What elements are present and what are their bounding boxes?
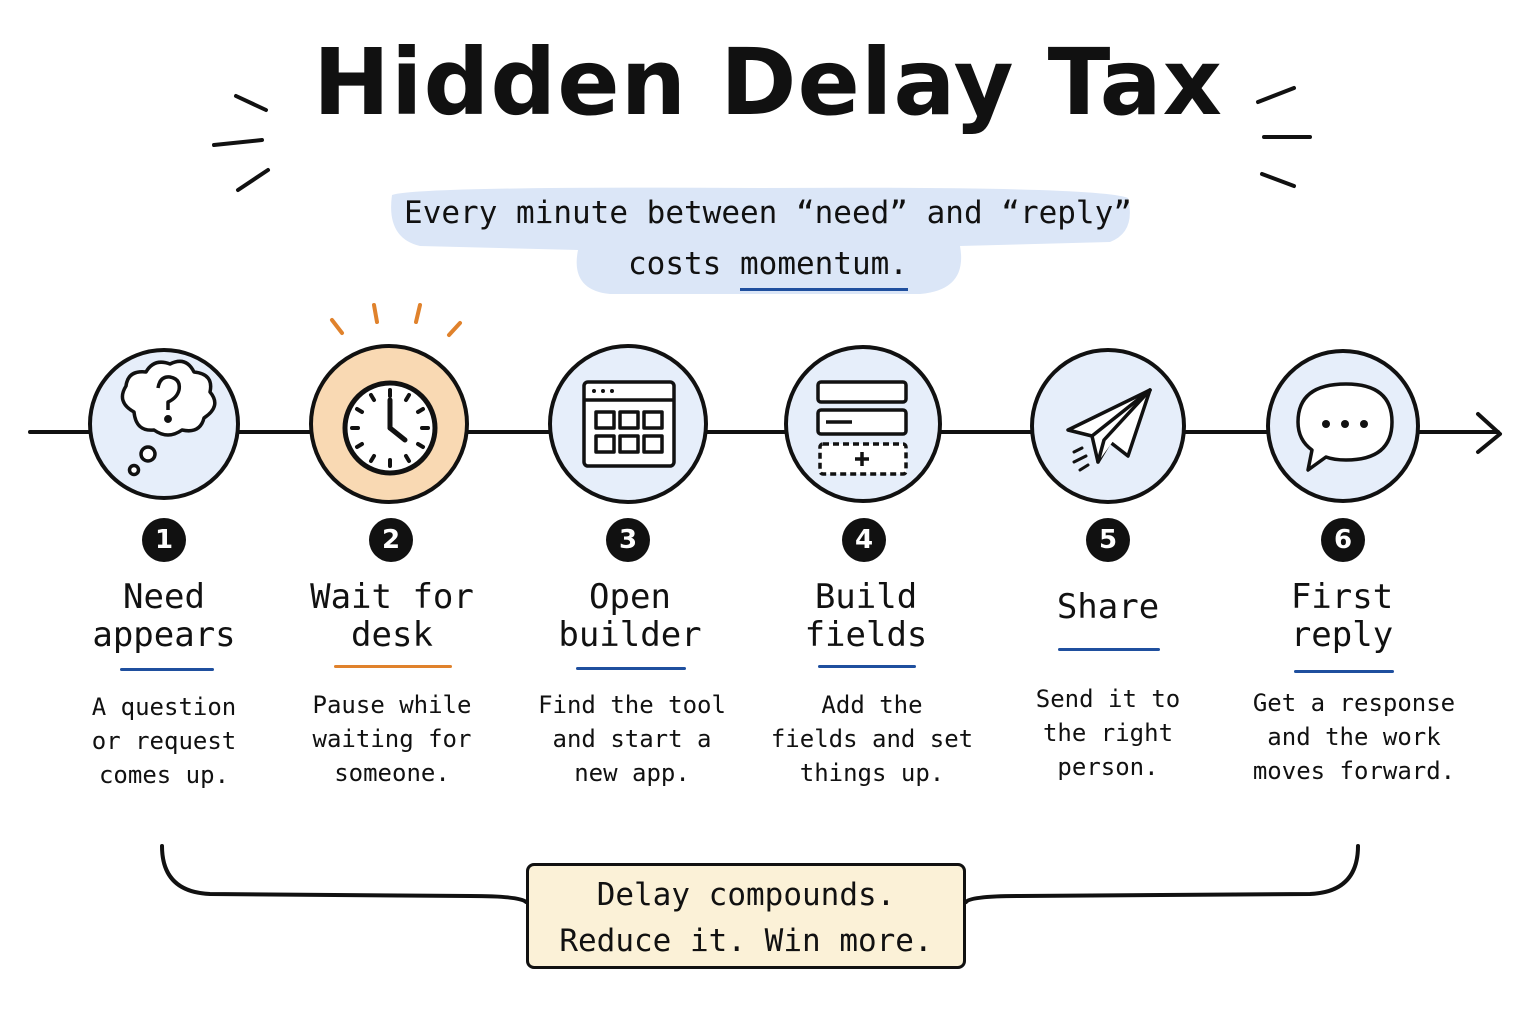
clock-icon (342, 380, 438, 476)
step-2-description: Pause while waiting for someone. (272, 688, 512, 790)
step-6-title: First reply (1222, 578, 1462, 654)
step-2-desc-line-2: waiting for (312, 725, 472, 753)
step-2-desc-line-3: someone. (334, 759, 450, 787)
step-2-underline (334, 665, 452, 668)
title-dashes-right (1256, 86, 1312, 188)
step-1-desc-line-2: or request (91, 727, 237, 755)
step-3-number: 3 (606, 518, 650, 562)
timeline-arrowhead (1476, 412, 1502, 454)
step-5-underline (1058, 648, 1160, 651)
step-4-desc-line-1: Add the (821, 691, 923, 719)
step-6-number: 6 (1321, 518, 1365, 562)
step-6-underline (1294, 670, 1394, 673)
step-1-desc-line-3: comes up. (98, 761, 230, 789)
step-5-number: 5 (1086, 518, 1130, 562)
step-2-title-line-2: desk (351, 615, 433, 655)
callout-line-2: Reduce it. Win more. (559, 923, 933, 959)
step-4-desc-line-3: things up. (799, 759, 945, 787)
thought-bubble-question-icon (120, 359, 217, 477)
app-grid-window-icon (582, 380, 676, 468)
step-1-underline (120, 668, 214, 671)
step-6-desc-line-1: Get a response (1252, 689, 1456, 717)
step-3-desc-line-3: new app. (574, 759, 690, 787)
form-fields-icon (816, 380, 908, 476)
step-1-title-line-1: Need (123, 577, 205, 617)
step-5-desc-line-1: Send it to (1035, 685, 1181, 713)
subtitle-highlight: momentum. (740, 246, 908, 291)
step-2-title: Wait for desk (272, 578, 512, 654)
step-4-description: Add the fields and set things up. (752, 688, 992, 790)
step-6-desc-line-2: and the work (1267, 723, 1441, 751)
step-5-description: Send it to the right person. (988, 682, 1228, 784)
chat-bubble-icon (1296, 382, 1394, 472)
subtitle-highlight-band (391, 187, 1130, 294)
step-1-number: 1 (142, 518, 186, 562)
step-4-title-line-2: fields (804, 615, 928, 655)
step-6-desc-line-3: moves forward. (1252, 757, 1456, 785)
step-6-title-line-2: reply (1290, 615, 1394, 655)
summary-bracket (160, 844, 1360, 904)
subtitle-prefix: costs (628, 246, 740, 282)
step-1-title: Need appears (44, 578, 284, 654)
step-5-title: Share (988, 588, 1228, 626)
step-6-title-line-1: First (1290, 577, 1394, 617)
paper-plane-icon (1066, 388, 1152, 472)
step-1-description: A question or request comes up. (44, 690, 284, 792)
step-5-title-line-1: Share (1056, 587, 1160, 627)
step-1-title-line-2: appears (92, 615, 236, 655)
step-3-title-line-1: Open (589, 577, 671, 617)
subtitle-line-2: costs momentum. (0, 246, 1536, 291)
step-5-desc-line-3: person. (1057, 753, 1159, 781)
step-3-desc-line-1: Find the tool (538, 691, 726, 719)
callout-line-1: Delay compounds. (596, 877, 896, 913)
step-3-underline (576, 667, 686, 670)
step-3-title-line-2: builder (558, 615, 702, 655)
step-4-number: 4 (842, 518, 886, 562)
step-3-description: Find the tool and start a new app. (512, 688, 752, 790)
subtitle-line-1: Every minute between “need” and “reply” (404, 195, 1132, 231)
step-2-number: 2 (369, 518, 413, 562)
step-2-title-line-1: Wait for (310, 577, 474, 617)
title-dashes-left (212, 94, 270, 192)
step-2-desc-line-1: Pause while (312, 691, 472, 719)
step-3-desc-line-2: and start a (552, 725, 712, 753)
alert-rays (330, 303, 462, 337)
step-5-desc-line-2: the right (1042, 719, 1174, 747)
step-4-desc-line-2: fields and set (770, 725, 974, 753)
step-4-underline (818, 665, 916, 668)
step-4-title: Build fields (746, 578, 986, 654)
step-1-desc-line-1: A question (91, 693, 237, 721)
summary-callout: Delay compounds. Reduce it. Win more. (526, 863, 966, 969)
step-3-title: Open builder (510, 578, 750, 654)
step-6-description: Get a response and the work moves forwar… (1234, 686, 1474, 788)
step-4-title-line-1: Build (814, 577, 918, 617)
page-title: Hidden Delay Tax (312, 29, 1224, 136)
